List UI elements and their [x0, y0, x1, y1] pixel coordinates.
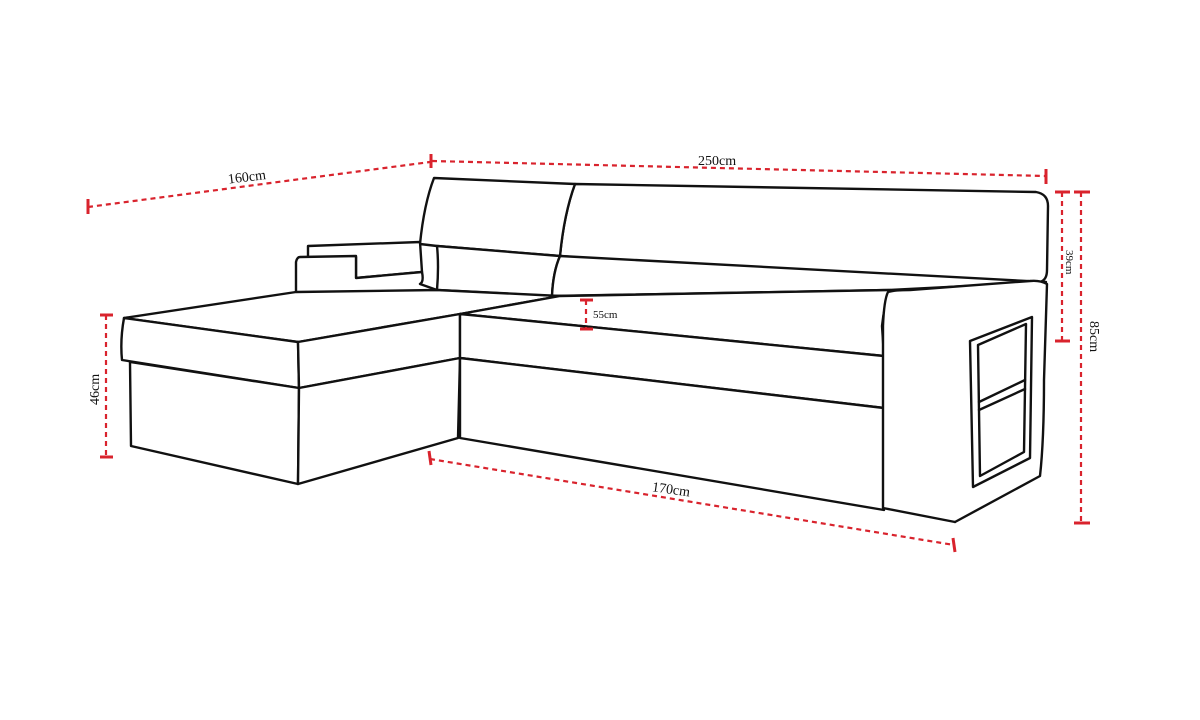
dimension-46: 46cm [88, 313, 113, 459]
dimension-85: 85cm [1074, 190, 1101, 525]
dimension-label-39: 39cm [1063, 250, 1075, 275]
dimension-label-170: 170cm [651, 480, 691, 500]
dimension-160: 160cm [86, 154, 433, 214]
dimension-250: 250cm [431, 154, 1048, 184]
chaise-base-side [296, 356, 462, 486]
sofa-drawing [120, 176, 1050, 524]
dimension-170: 170cm [427, 450, 957, 553]
dimension-label-250: 250cm [698, 154, 736, 169]
back-cushion-left [435, 244, 562, 298]
dimension-55: 55cm [580, 298, 618, 331]
dimension-label-160: 160cm [227, 168, 267, 188]
dimension-39: 39cm [1055, 190, 1075, 343]
main-base-front [458, 356, 886, 512]
dimension-label-55: 55cm [593, 309, 618, 321]
armrest-side-pocket [968, 315, 1034, 489]
backrest-left [418, 176, 577, 258]
dimension-label-85: 85cm [1086, 321, 1101, 352]
dimension-label-46: 46cm [88, 374, 103, 405]
